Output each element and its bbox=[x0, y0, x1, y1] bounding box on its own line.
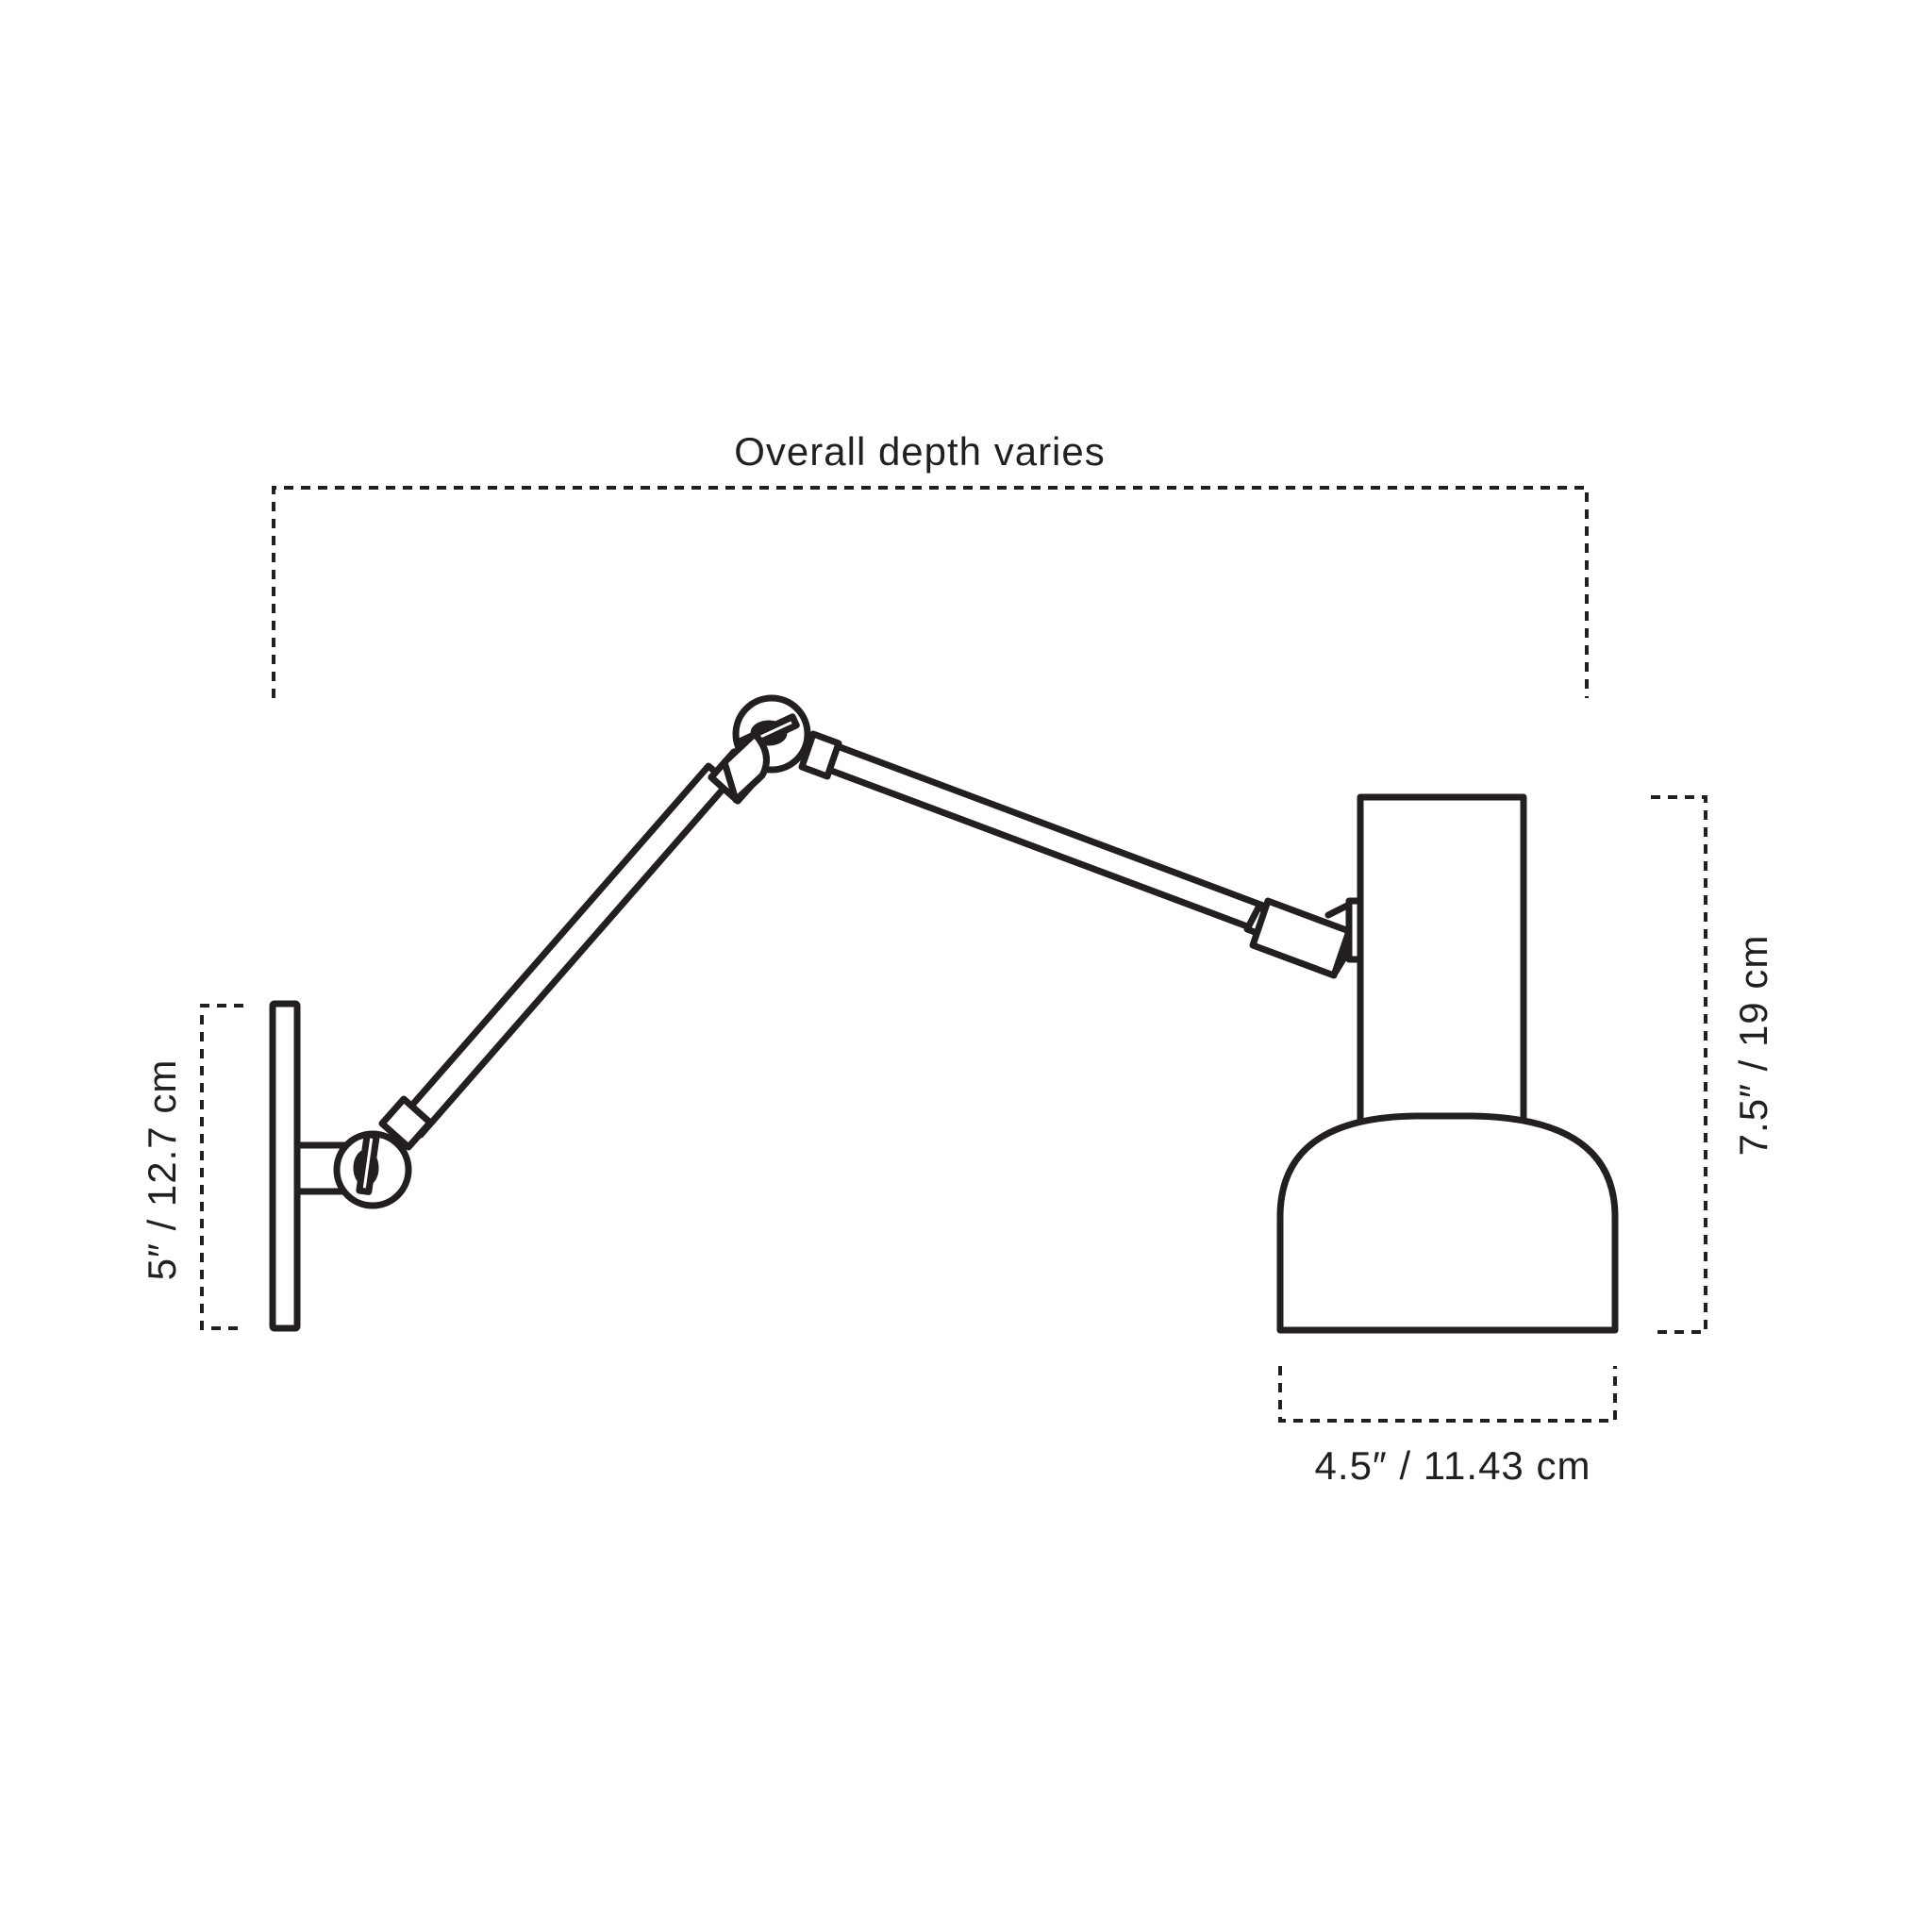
shade-height-dimension: 7.5″ / 19 cm bbox=[1651, 795, 1775, 1334]
upper-arm-collar bbox=[798, 730, 842, 780]
lamp-drawing bbox=[269, 694, 1619, 1334]
shade-height-bracket bbox=[1651, 795, 1707, 1334]
shade-width-bracket bbox=[1278, 1366, 1617, 1423]
lower-joint-screw bbox=[356, 1131, 380, 1195]
elbow-joint bbox=[708, 694, 811, 805]
lower-arm bbox=[378, 748, 764, 1151]
overall-depth-label: Overall depth varies bbox=[734, 429, 1106, 474]
shade-connector bbox=[1249, 897, 1353, 979]
lower-collar bbox=[378, 1095, 434, 1151]
shade-width-dimension: 4.5″ / 11.43 cm bbox=[1278, 1366, 1617, 1488]
overall-depth-bracket bbox=[272, 486, 1589, 698]
shade-neck bbox=[1357, 793, 1527, 1131]
backplate-height-bracket bbox=[200, 1004, 243, 1330]
backplate-height-dimension: 5″ / 12.7 cm bbox=[140, 1004, 243, 1330]
upper-arm bbox=[798, 730, 1364, 979]
lower-joint bbox=[333, 1130, 412, 1209]
shade-dome bbox=[1276, 1112, 1619, 1334]
shade-height-label: 7.5″ / 19 cm bbox=[1731, 935, 1775, 1157]
wall-backplate bbox=[269, 1000, 301, 1332]
overall-depth-dimension: Overall depth varies bbox=[272, 429, 1589, 698]
backplate-height-label: 5″ / 12.7 cm bbox=[140, 1059, 184, 1281]
shade-width-label: 4.5″ / 11.43 cm bbox=[1315, 1443, 1591, 1488]
elbow-sleeve bbox=[721, 730, 770, 804]
